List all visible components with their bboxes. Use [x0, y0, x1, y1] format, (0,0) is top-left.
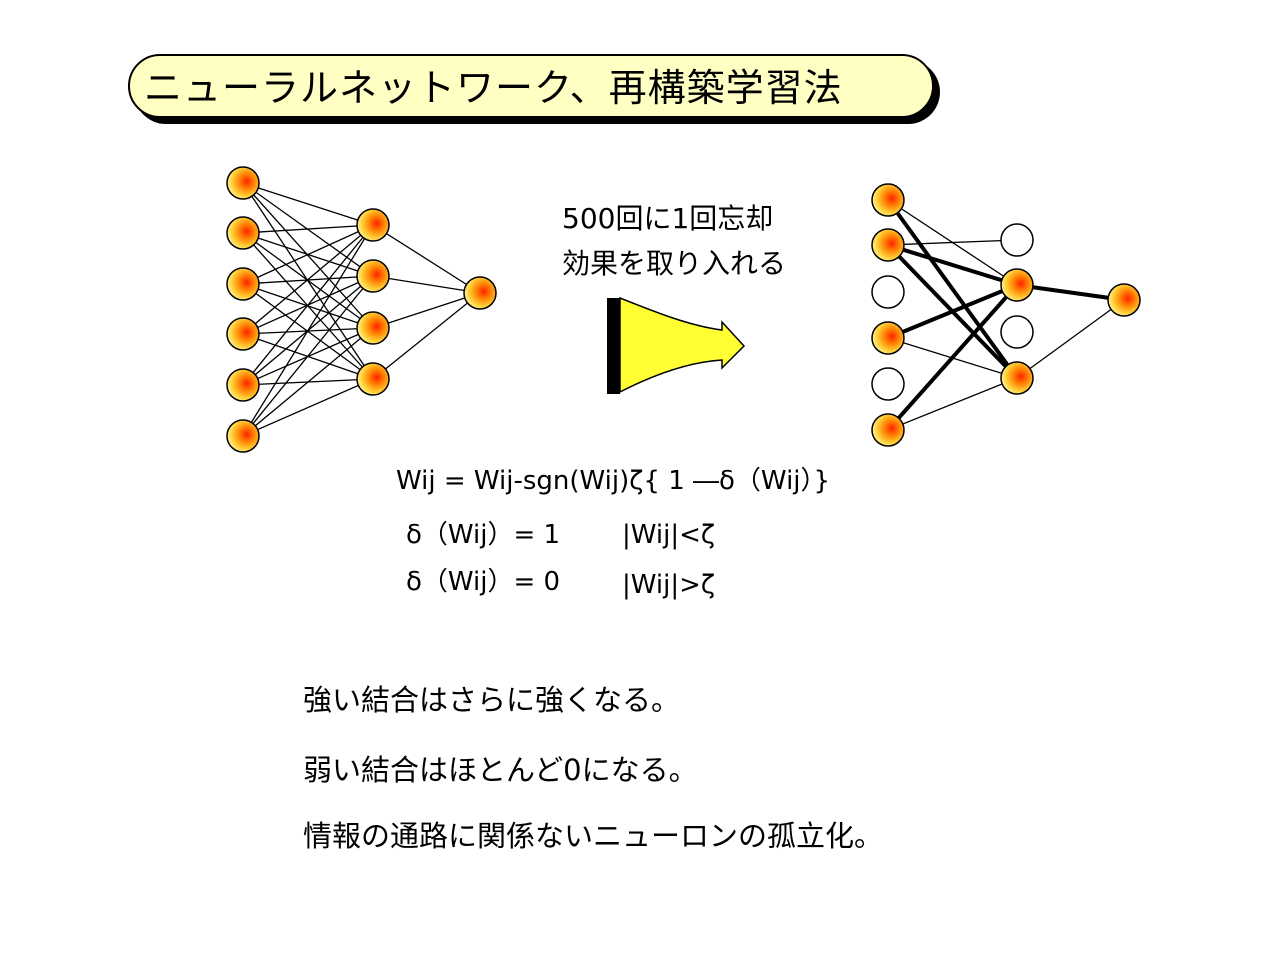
- left-network-neurons: [226, 166, 497, 453]
- transform-arrow: [607, 296, 746, 394]
- title-banner: ニューラルネットワーク、再構築学習法: [128, 54, 944, 128]
- neuron: [356, 259, 390, 293]
- right-network-neurons: [871, 183, 1141, 447]
- right-network-strong-connections: [886, 198, 1125, 432]
- active-neuron: [1000, 361, 1034, 395]
- neuron: [226, 317, 260, 351]
- statement-strong-connections: 強い結合はさらに強くなる。: [303, 683, 681, 717]
- formula-main: Wij = Wij-sgn(Wij)ζ{ 1 ―δ（Wij）}: [396, 466, 831, 496]
- neuron: [226, 419, 260, 453]
- active-neuron: [871, 321, 905, 355]
- formula-condition-1-rhs: |Wij|<ζ: [622, 520, 716, 550]
- left-network-connections: [242, 182, 481, 437]
- neuron: [226, 166, 260, 200]
- neuron: [356, 208, 390, 242]
- isolated-neuron: [871, 275, 905, 309]
- active-neuron: [1107, 283, 1141, 317]
- neuron: [226, 267, 260, 301]
- formula-condition-2-rhs: |Wij|>ζ: [622, 570, 716, 600]
- formula-condition-1-lhs: δ（Wij）= 1: [406, 520, 561, 550]
- neuron: [356, 311, 390, 345]
- active-neuron: [871, 183, 905, 217]
- neuron: [226, 216, 260, 250]
- active-neuron: [871, 413, 905, 447]
- statement-isolated-neurons: 情報の通路に関係ないニューロンの孤立化。: [303, 819, 884, 853]
- active-neuron: [1000, 268, 1034, 302]
- active-neuron: [871, 228, 905, 262]
- neuron: [463, 276, 497, 310]
- title-box: ニューラルネットワーク、再構築学習法: [128, 54, 934, 118]
- neuron: [226, 368, 260, 402]
- page-title: ニューラルネットワーク、再構築学習法: [144, 66, 843, 110]
- formula-condition-2-lhs: δ（Wij）= 0: [406, 567, 561, 597]
- caption-line-1: 500回に1回忘却: [562, 202, 774, 235]
- isolated-neuron: [871, 367, 905, 401]
- statement-weak-connections: 弱い結合はほとんど0になる。: [303, 753, 698, 787]
- neuron: [356, 362, 390, 396]
- isolated-neuron: [1000, 315, 1034, 349]
- isolated-neuron: [1000, 223, 1034, 257]
- caption-line-2: 効果を取り入れる: [562, 247, 787, 280]
